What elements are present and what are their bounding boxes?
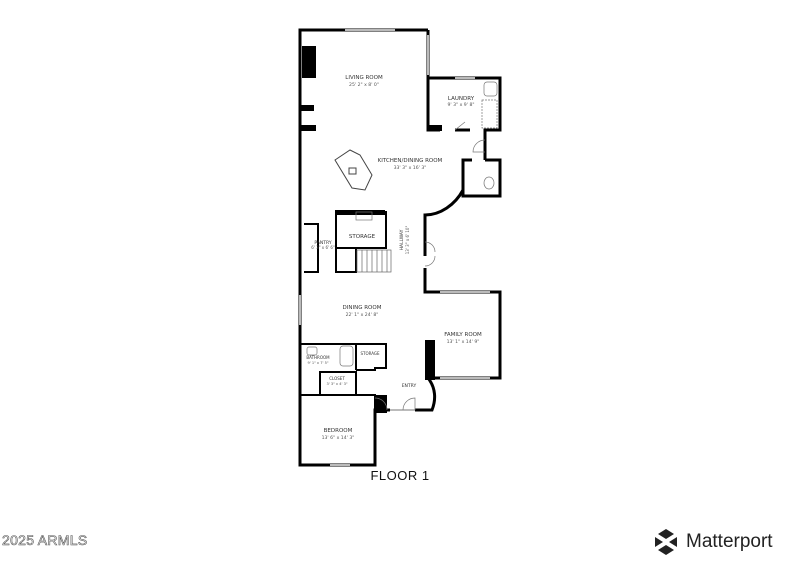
room-dims: 22' 1" x 24' 8"	[346, 312, 379, 318]
stairs	[356, 249, 392, 273]
room-dims: 9' 3" x 9' 8"	[447, 102, 474, 108]
fixtures	[306, 81, 498, 367]
room-name: BEDROOM	[324, 428, 353, 434]
brand-name: Matterport	[686, 531, 773, 552]
room-name: BATHROOM	[306, 355, 330, 360]
room-labels: LIVING ROOM 25' 2" x 8' 0" LAUNDRY 9' 3"…	[306, 75, 482, 441]
room-name: ENTRY	[402, 383, 417, 389]
room-dims: 6' 3" x 6' 6"	[311, 245, 335, 250]
windows	[299, 29, 490, 466]
room-dims: 13' 6" x 14' 3"	[322, 435, 355, 441]
room-name: LAUNDRY	[448, 96, 475, 102]
floor-label: FLOOR 1	[370, 468, 430, 483]
matterport-logo-icon	[655, 529, 677, 555]
room-dims: 9' 1" x 7' 5"	[307, 361, 328, 365]
doors	[374, 121, 486, 411]
room-name: STORAGE	[349, 234, 376, 240]
room-dims: 33' 3" x 16' 3"	[394, 165, 427, 171]
kitchen-island	[334, 149, 373, 191]
room-name: PANTRY	[314, 240, 331, 246]
brand-logo: Matterport	[652, 528, 773, 556]
room-dims: 13' 1" x 14' 9"	[447, 339, 480, 345]
room-name: DINING ROOM	[343, 305, 382, 311]
copyright-watermark: 2025 ARMLS	[2, 532, 88, 549]
room-name: STORAGE	[360, 351, 380, 356]
room-dims: 13' 3" x 6' 10"	[405, 226, 410, 255]
room-name: HALLWAY	[399, 229, 405, 250]
room-name: LIVING ROOM	[345, 75, 383, 81]
room-name: KITCHEN/DINING ROOM	[378, 158, 443, 164]
room-dims: 3' 3" x 4' 3"	[326, 382, 347, 386]
room-name: CLOSET	[329, 376, 345, 381]
room-dims: 25' 2" x 8' 0"	[349, 82, 379, 88]
wall-blocks	[300, 46, 442, 413]
room-name: FAMILY ROOM	[444, 332, 482, 338]
